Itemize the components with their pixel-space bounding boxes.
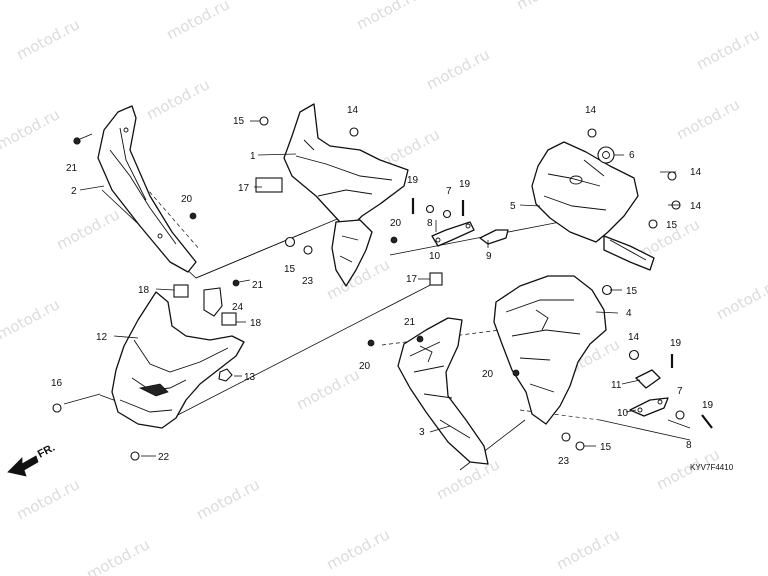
- watermark-text: motod.ru: [163, 0, 232, 44]
- callout-20: 20: [359, 361, 371, 372]
- watermark-text: motod.ru: [553, 525, 622, 573]
- callout-19: 19: [459, 179, 471, 190]
- callout-13: 13: [244, 372, 256, 383]
- watermark-text: motod.ru: [653, 0, 722, 4]
- callout-17: 17: [238, 183, 250, 194]
- callout-18: 18: [250, 318, 262, 329]
- callout-7: 7: [446, 186, 452, 197]
- watermark-text: motod.ru: [293, 365, 362, 413]
- watermark-text: motod.ru: [433, 455, 502, 503]
- callout-20: 20: [181, 194, 193, 205]
- fasteners: [52, 116, 713, 461]
- part-3-lower-cowl-left: [397, 317, 489, 465]
- callout-3: 3: [419, 427, 425, 438]
- leader-lines: [63, 120, 691, 457]
- watermark-text: motod.ru: [193, 475, 262, 523]
- watermark-text: motod.ru: [13, 15, 82, 63]
- callout-14: 14: [690, 167, 702, 178]
- watermark-text: motod.ru: [513, 0, 582, 14]
- callout-12: 12: [96, 332, 108, 343]
- diagram-code: KYV7F4410: [690, 463, 734, 472]
- callout-19: 19: [670, 338, 682, 349]
- callout-19: 19: [407, 175, 419, 186]
- callout-23: 23: [302, 276, 314, 287]
- watermark-text: motod.ru: [0, 105, 63, 153]
- watermark-text: motod.ru: [0, 295, 63, 343]
- part-1-middle-cowl: [283, 103, 409, 287]
- callout-1: 1: [250, 151, 256, 162]
- watermark-text: motod.ru: [53, 205, 122, 253]
- callout-labels: 1 2 3 4 5 6 7 7 8 8 9 10 10 11 12 13 14 …: [51, 105, 714, 467]
- callout-11: 11: [611, 380, 622, 391]
- part-12-front-lower-cowl: [111, 291, 245, 429]
- callout-15: 15: [233, 116, 245, 127]
- part-2-inner-cover-left: [97, 105, 197, 273]
- callout-8: 8: [686, 440, 692, 451]
- callout-7: 7: [677, 386, 683, 397]
- callout-20: 20: [482, 369, 494, 380]
- callout-19: 19: [702, 400, 714, 411]
- callout-14: 14: [628, 332, 640, 343]
- callout-2: 2: [71, 186, 77, 197]
- part-5-inner-cover-right: [531, 141, 655, 271]
- front-label: FR.: [36, 442, 57, 461]
- watermark-text: motod.ru: [83, 535, 152, 576]
- callout-21: 21: [404, 317, 416, 328]
- bracket-lower: [629, 369, 669, 417]
- callout-14: 14: [347, 105, 359, 116]
- callout-22: 22: [158, 452, 170, 463]
- callout-21: 21: [66, 163, 78, 174]
- watermark-text: motod.ru: [353, 0, 422, 34]
- callout-5: 5: [510, 201, 516, 212]
- callout-21: 21: [252, 280, 264, 291]
- watermark-text: motod.ru: [693, 25, 762, 73]
- callout-18: 18: [138, 285, 150, 296]
- watermark-text: motod.ru: [713, 275, 768, 323]
- watermark-text: motod.ru: [673, 95, 742, 143]
- watermark-text: motod.ru: [143, 75, 212, 123]
- front-direction-arrow: FR.: [7, 442, 57, 477]
- callout-10: 10: [429, 251, 441, 262]
- callout-4: 4: [626, 308, 632, 319]
- callout-9: 9: [486, 251, 492, 262]
- callout-16: 16: [51, 378, 63, 389]
- callout-17: 17: [406, 274, 418, 285]
- watermark-text: motod.ru: [423, 45, 492, 93]
- part-4-lower-cowl-right: [493, 275, 607, 425]
- callout-15: 15: [666, 220, 678, 231]
- callout-20: 20: [390, 218, 402, 229]
- callout-14: 14: [690, 201, 702, 212]
- callout-23: 23: [558, 456, 570, 467]
- watermark-text: motod.ru: [13, 475, 82, 523]
- callout-24: 24: [232, 302, 244, 313]
- watermark-text: motod.ru: [323, 525, 392, 573]
- callout-10: 10: [617, 408, 629, 419]
- callout-15: 15: [626, 286, 638, 297]
- callout-6: 6: [629, 150, 635, 161]
- callout-8: 8: [427, 218, 433, 229]
- callout-15: 15: [284, 264, 296, 275]
- callout-15: 15: [600, 442, 612, 453]
- callout-14: 14: [585, 105, 597, 116]
- bracket-upper: [431, 221, 509, 247]
